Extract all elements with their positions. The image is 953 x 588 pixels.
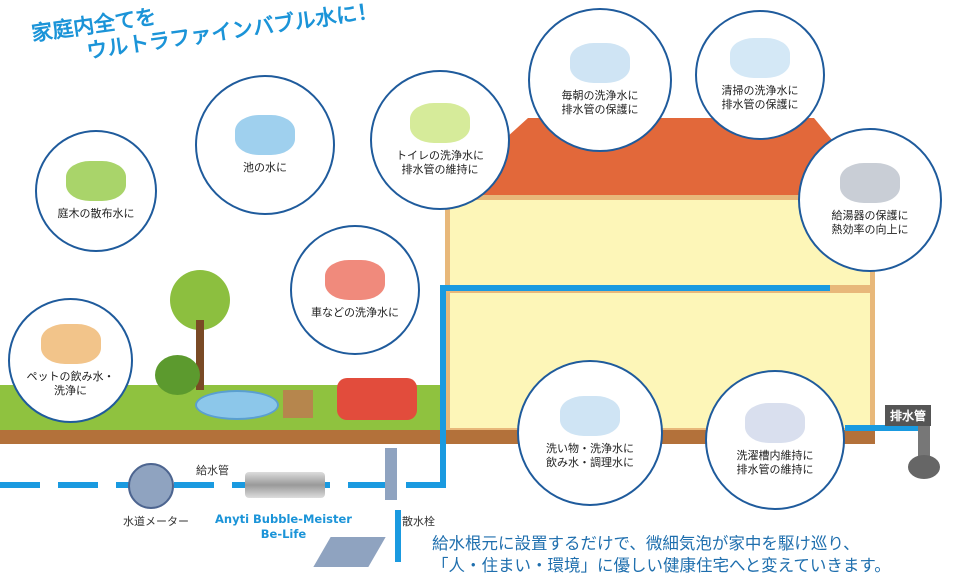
circle-car: 車などの洗浄水に xyxy=(290,225,420,355)
bath-illustration xyxy=(730,38,790,78)
footer-line2: 「人・住まい・環境」に優しい健康住宅へと変えていきます。 xyxy=(432,556,891,575)
circle-text: 排水管の維持に xyxy=(736,463,814,476)
supply-pipe xyxy=(0,482,445,488)
pond-illustration xyxy=(235,115,295,155)
drain-trap xyxy=(908,455,940,479)
riser-pipe xyxy=(440,285,446,488)
circle-text: 排水管の維持に xyxy=(401,163,479,176)
kitchen-illustration xyxy=(560,396,620,436)
pet-illustration xyxy=(40,323,101,364)
product-device-icon xyxy=(245,472,325,498)
circle-text: 庭木の散布水に xyxy=(57,207,135,220)
circle-text: 洗浄に xyxy=(54,383,87,397)
garden-illustration xyxy=(66,161,126,201)
tree-trunk xyxy=(196,320,204,390)
doghouse xyxy=(283,390,313,418)
circle-bath: 清掃の洗浄水に排水管の保護に xyxy=(695,10,825,140)
pond xyxy=(195,390,279,420)
circle-text: 毎朝の洗浄水に xyxy=(561,89,639,102)
circle-text: 排水管の保護に xyxy=(561,103,639,116)
water-meter-icon xyxy=(128,463,174,509)
water-heater-illustration xyxy=(840,163,900,203)
circle-pond: 池の水に xyxy=(195,75,335,215)
circle-water-heater: 給湯器の保護に熱効率の向上に xyxy=(798,128,942,272)
footer-line1: 給水根元に設置するだけで、微細気泡が家中を駆け巡り、 xyxy=(432,534,860,553)
footer-text: 給水根元に設置するだけで、微細気泡が家中を駆け巡り、 「人・住まい・環境」に優し… xyxy=(432,533,891,577)
circle-washbasin: 毎朝の洗浄水に排水管の保護に xyxy=(528,8,672,152)
product-name: Anyti Bubble-Meister Be-Life xyxy=(215,512,352,542)
hydrant-icon xyxy=(385,448,397,500)
bush xyxy=(155,355,200,395)
soil xyxy=(0,430,445,444)
circle-kitchen: 洗い物・洗浄水に飲み水・調理水に xyxy=(517,360,663,506)
circle-text: トイレの洗浄水に xyxy=(396,149,484,162)
hydrant-label: 散水栓 xyxy=(402,515,435,528)
circle-text: 清掃の洗浄水に xyxy=(721,84,799,97)
headline: 家庭内全てを ウルトラファインバブル水に！ xyxy=(30,0,380,72)
circle-text: 排水管の保護に xyxy=(721,98,799,111)
circle-text: 熱効率の向上に xyxy=(831,223,909,236)
product-line1: Anyti Bubble-Meister xyxy=(215,512,352,526)
circle-toilet: トイレの洗浄水に排水管の維持に xyxy=(370,70,510,210)
circle-text: ペットの飲み水・ xyxy=(26,369,115,383)
laundry-illustration xyxy=(745,403,805,443)
circle-text: 洗濯槽内維持に xyxy=(736,449,814,462)
hydrant-pipe xyxy=(395,510,401,562)
floor-pipe xyxy=(440,285,830,291)
drain-horizontal xyxy=(845,425,925,431)
drain-pipe-label: 排水管 xyxy=(885,405,932,426)
circle-text: 池の水に xyxy=(243,161,287,174)
toilet-illustration xyxy=(410,103,470,143)
circle-text: 飲み水・調理水に xyxy=(546,456,634,469)
circle-garden: 庭木の散布水に xyxy=(35,130,157,252)
water-meter-label: 水道メーター xyxy=(123,515,189,528)
car-illustration xyxy=(325,260,385,300)
circle-text: 洗い物・洗浄水に xyxy=(546,442,634,455)
product-line2: Be-Life xyxy=(260,527,307,541)
circle-laundry: 洗濯槽内維持に排水管の維持に xyxy=(705,370,845,510)
circle-pet: ペットの飲み水・洗浄に xyxy=(8,298,133,423)
circle-text: 給湯器の保護に xyxy=(831,209,909,222)
circle-text: 車などの洗浄水に xyxy=(311,306,399,319)
washbasin-illustration xyxy=(570,43,630,83)
supply-pipe-label: 給水管 xyxy=(196,464,229,477)
car xyxy=(337,378,417,420)
